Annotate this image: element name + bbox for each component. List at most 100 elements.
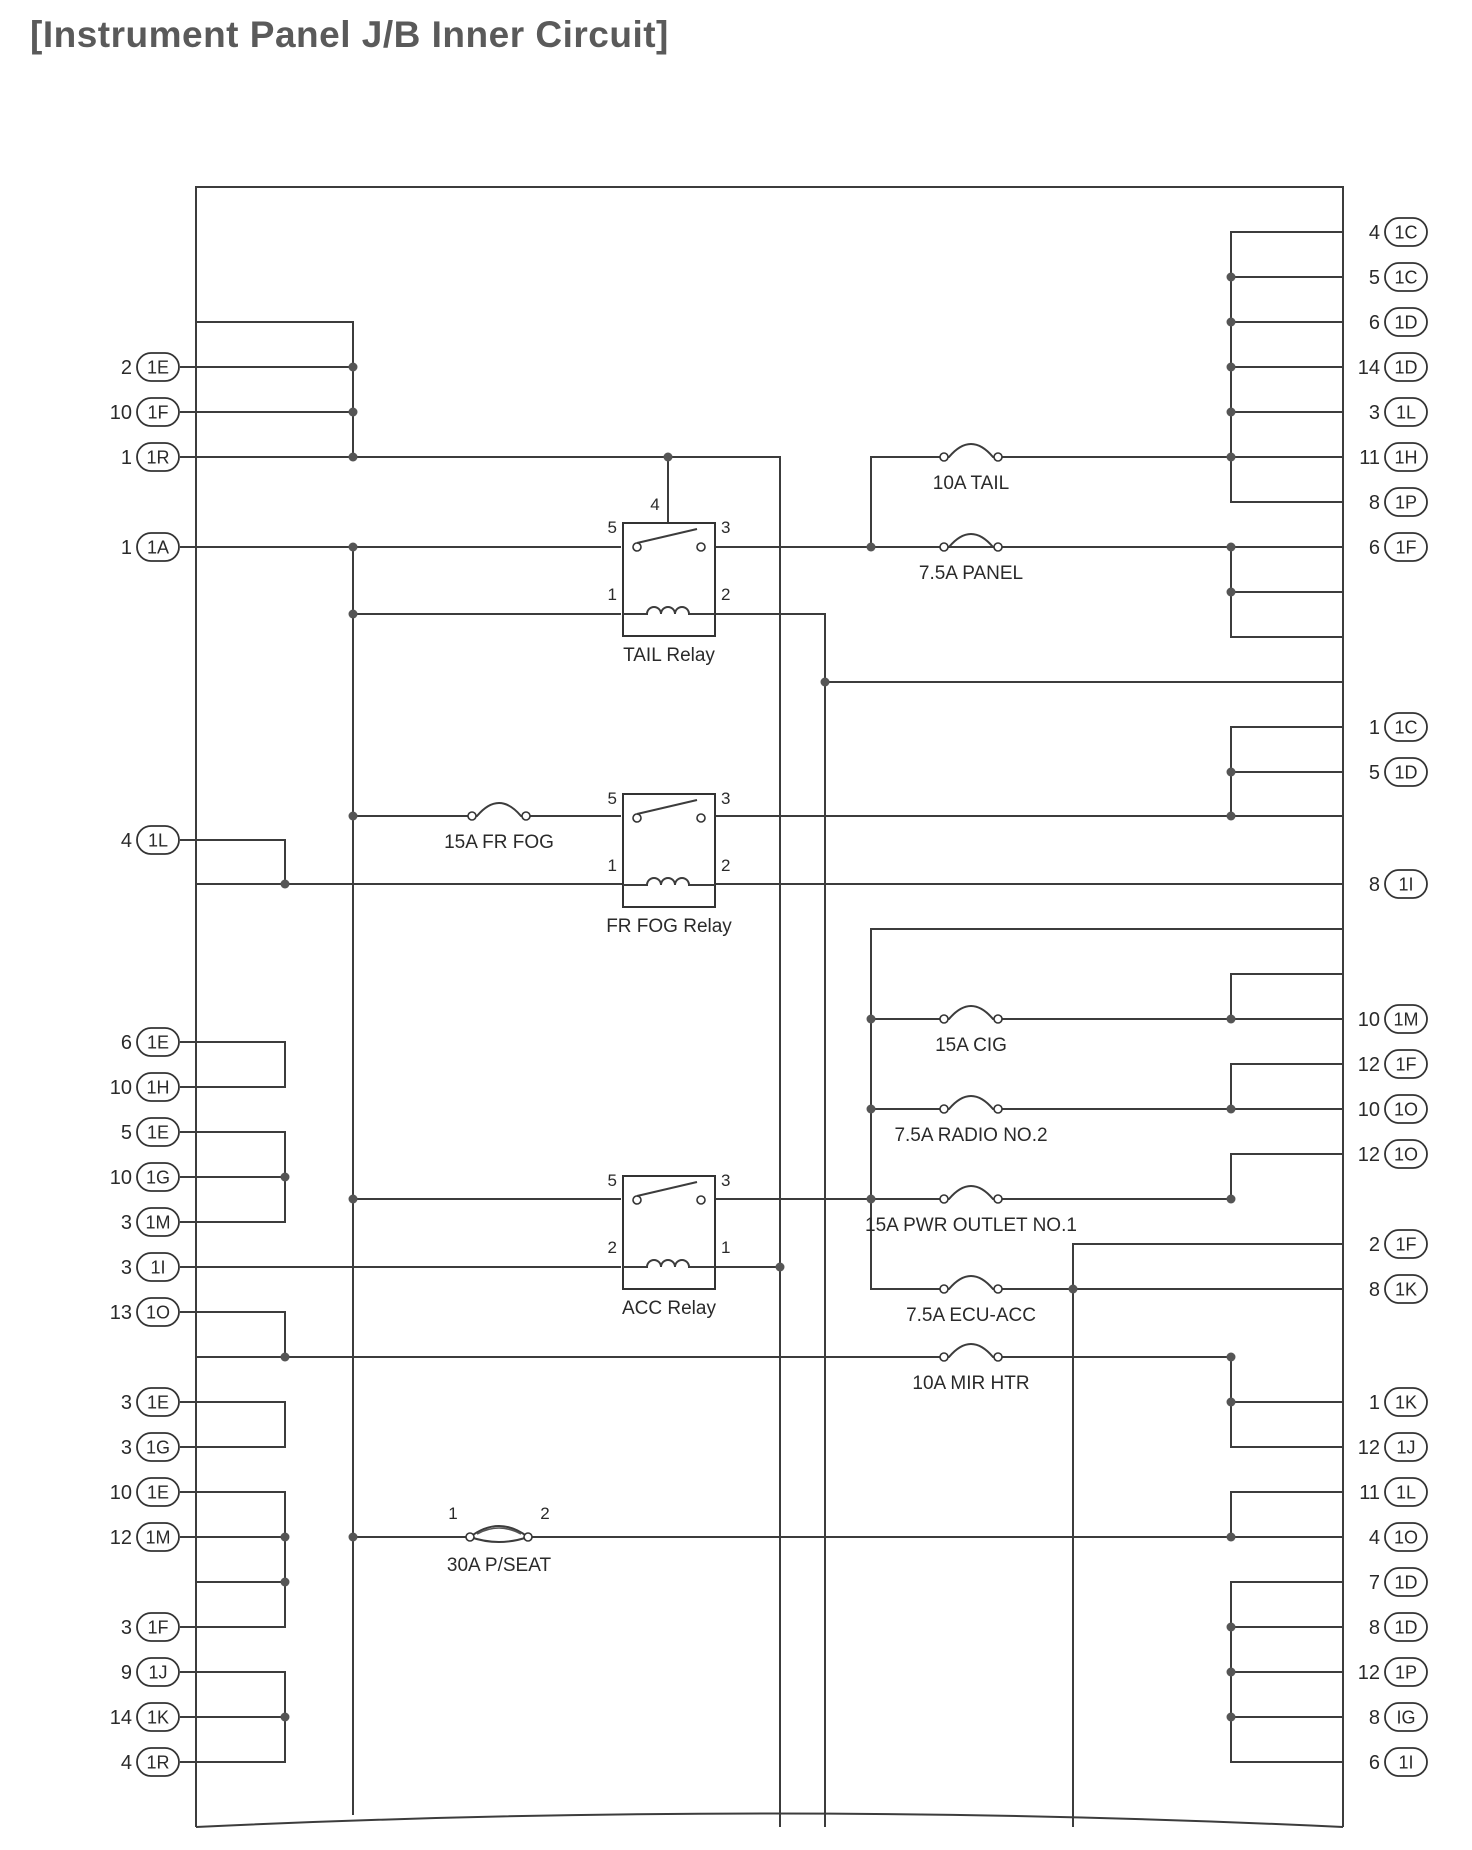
fuse-symbol (467, 802, 531, 817)
connector-id: 1A (147, 538, 169, 558)
left-connector-pin: 1I3 (121, 1252, 180, 1282)
connector-oval (136, 397, 180, 427)
pin-number: 2 (1369, 1234, 1380, 1256)
fuse: 10A MIR HTR (912, 1343, 1030, 1394)
relay-pin: 5 (608, 789, 617, 808)
connector-id: 1C (1394, 268, 1417, 288)
pin-number: 10 (1358, 1009, 1380, 1031)
relay-pin: 1 (608, 856, 617, 875)
connector-id: 1F (1395, 1055, 1416, 1075)
connector-oval (136, 1477, 180, 1507)
pin-number: 4 (121, 1752, 132, 1774)
relay-switch (636, 799, 698, 815)
connector-id: 1E (147, 358, 169, 378)
fuse-terminal (993, 1014, 1003, 1024)
connector-oval (136, 532, 180, 562)
connector-oval (1384, 1004, 1428, 1034)
connector-oval (1384, 1657, 1428, 1687)
connector-oval (136, 1297, 180, 1327)
right-connector-pin: 1I6 (1369, 1747, 1428, 1777)
pin-number: 3 (1369, 402, 1380, 424)
connector-oval (1384, 1094, 1428, 1124)
fuse-symbol (939, 1275, 1003, 1290)
pin-number: 4 (1369, 1527, 1380, 1549)
relay-pin: 4 (650, 495, 659, 514)
wiring (180, 231, 1343, 1827)
junction-box-frame (195, 186, 1344, 1828)
pin-number: 7 (1369, 1572, 1380, 1594)
connector-oval (1384, 1702, 1428, 1732)
pin-number: 14 (1358, 357, 1380, 379)
connector-oval (1384, 1747, 1428, 1777)
pin-number: 6 (121, 1032, 132, 1054)
connector-oval (136, 1657, 180, 1687)
relay-switch (636, 1181, 698, 1197)
connector-id: 1L (148, 831, 168, 851)
connector-id: 1O (1394, 1145, 1418, 1165)
connector-oval (136, 825, 180, 855)
pin-number: 10 (1358, 1099, 1380, 1121)
right-connector-pin: 1C1 (1369, 712, 1428, 742)
connector-oval (1384, 217, 1428, 247)
pin-number: 5 (1369, 762, 1380, 784)
connector-oval (136, 1207, 180, 1237)
fuse-terminal (993, 1284, 1003, 1294)
pin-number: 4 (121, 830, 132, 852)
fuse-terminal (939, 1014, 949, 1024)
connector-id: 1K (1395, 1280, 1417, 1300)
pin-number: 4 (1369, 222, 1380, 244)
connector-oval (1384, 1274, 1428, 1304)
left-connector-pin: 1R4 (121, 1747, 180, 1777)
pin-number: 3 (121, 1212, 132, 1234)
connector-id: 1D (1394, 358, 1417, 378)
pin-number: 1 (121, 537, 132, 559)
connector-id: 1H (146, 1078, 169, 1098)
relay-pin: 5 (608, 1171, 617, 1190)
fuse-terminal (993, 1194, 1003, 1204)
connector-oval (136, 1117, 180, 1147)
right-connector-pin: 1D5 (1369, 757, 1428, 787)
right-connector-pin: 1F2 (1369, 1229, 1428, 1259)
left-connector-pin: 1E6 (121, 1027, 180, 1057)
relay-contact (696, 542, 706, 552)
pin-number: 5 (1369, 267, 1380, 289)
pin-number: 3 (121, 1257, 132, 1279)
connector-id: 1I (1398, 875, 1413, 895)
connector-oval (136, 1072, 180, 1102)
connector-oval (1384, 1139, 1428, 1169)
right-connector-pin: 1C 5 (1369, 262, 1428, 292)
connector-oval (1384, 1612, 1428, 1642)
connector-oval (1384, 397, 1428, 427)
connector-id: 1M (145, 1213, 170, 1233)
connector-id: 1F (1395, 538, 1416, 558)
connector-id: 1L (1396, 403, 1416, 423)
relay-box (622, 793, 716, 908)
connector-id: 1O (1394, 1100, 1418, 1120)
relay-coil (623, 877, 715, 886)
connector-oval (1384, 1387, 1428, 1417)
right-connector-pin: 1K1 (1369, 1387, 1428, 1417)
connector-id: 1O (1394, 1528, 1418, 1548)
connector-oval (136, 1162, 180, 1192)
pin-number: 10 (110, 1482, 132, 1504)
page-title: [Instrument Panel J/B Inner Circuit] (30, 14, 669, 55)
left-connector-pin: 1F3 (121, 1612, 180, 1642)
pin-number: 12 (1358, 1144, 1380, 1166)
relay-label: TAIL Relay (623, 645, 715, 666)
right-connector-pin: IG8 (1369, 1702, 1428, 1732)
fuse-label: 15A FR FOG (444, 832, 554, 853)
relay-coil (623, 1259, 715, 1268)
relay-pin: 1 (721, 1238, 730, 1257)
relay-contact (632, 813, 642, 823)
connector-id: 1I (1398, 1753, 1413, 1773)
connector-id: 1O (146, 1303, 170, 1323)
pin-number: 8 (1369, 1617, 1380, 1639)
fuse-terminal (993, 542, 1003, 552)
pin-number: 3 (121, 1617, 132, 1639)
left-connector-pin: 1E3 (121, 1387, 180, 1417)
right-connector-pin: 1D6 (1369, 307, 1428, 337)
connector-oval (1384, 712, 1428, 742)
fuse-symbol (939, 1095, 1003, 1110)
